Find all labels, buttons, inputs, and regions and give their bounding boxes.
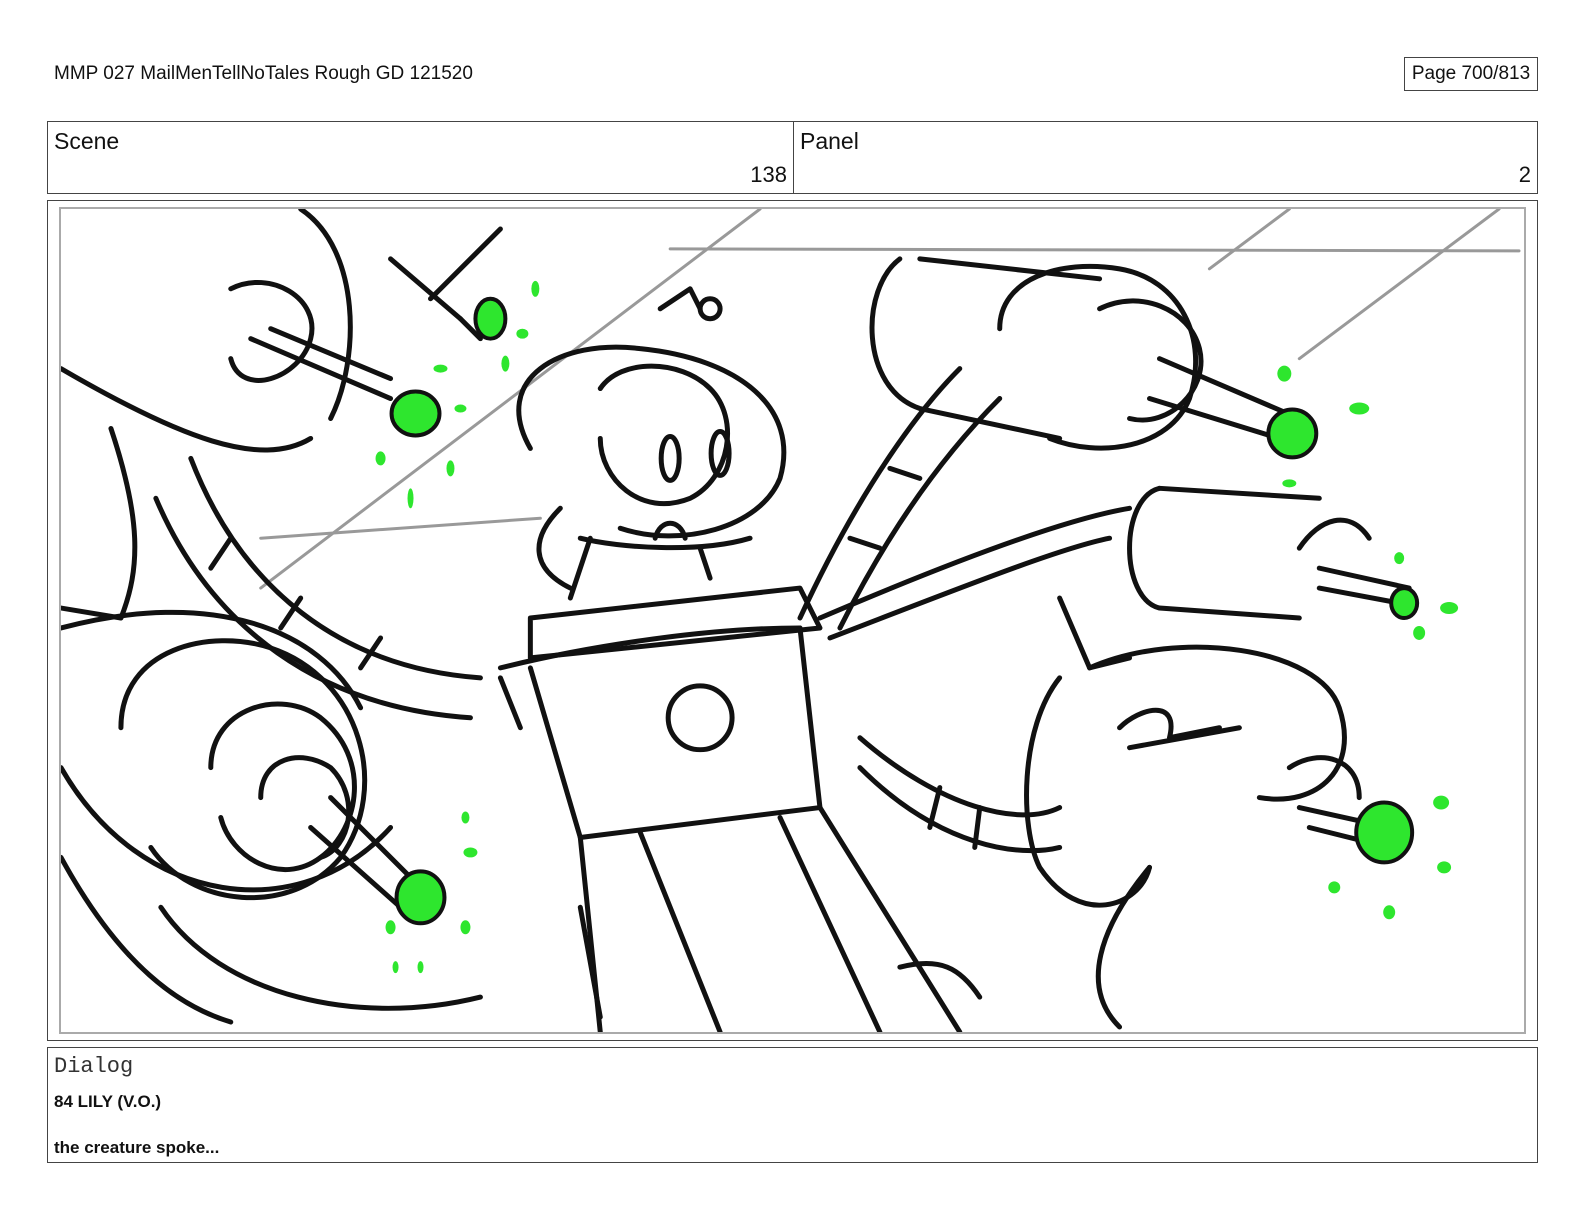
scene-number: 138 bbox=[750, 162, 787, 187]
scene-cell: Scene 138 bbox=[48, 122, 794, 193]
dialog-character: 84 LILY (V.O.) bbox=[54, 1092, 162, 1111]
scene-label: Scene bbox=[54, 128, 120, 154]
robot-sketch-illustration bbox=[61, 209, 1521, 1032]
dialog-label: Dialog bbox=[54, 1054, 134, 1079]
storyboard-drawing bbox=[59, 207, 1526, 1034]
storyboard-frame bbox=[47, 200, 1538, 1041]
document-title: MMP 027 MailMenTellNoTales Rough GD 1215… bbox=[54, 63, 473, 84]
panel-number: 2 bbox=[1518, 162, 1531, 187]
dialog-box: Dialog 84 LILY (V.O.) the creature spoke… bbox=[47, 1047, 1538, 1163]
dialog-text: the creature spoke... bbox=[54, 1138, 220, 1157]
panel-cell: Panel 2 bbox=[794, 122, 1537, 193]
page-number: Page 700/813 bbox=[1404, 57, 1538, 91]
panel-label: Panel bbox=[800, 128, 859, 154]
scene-panel-header: Scene 138 Panel 2 bbox=[47, 121, 1538, 194]
